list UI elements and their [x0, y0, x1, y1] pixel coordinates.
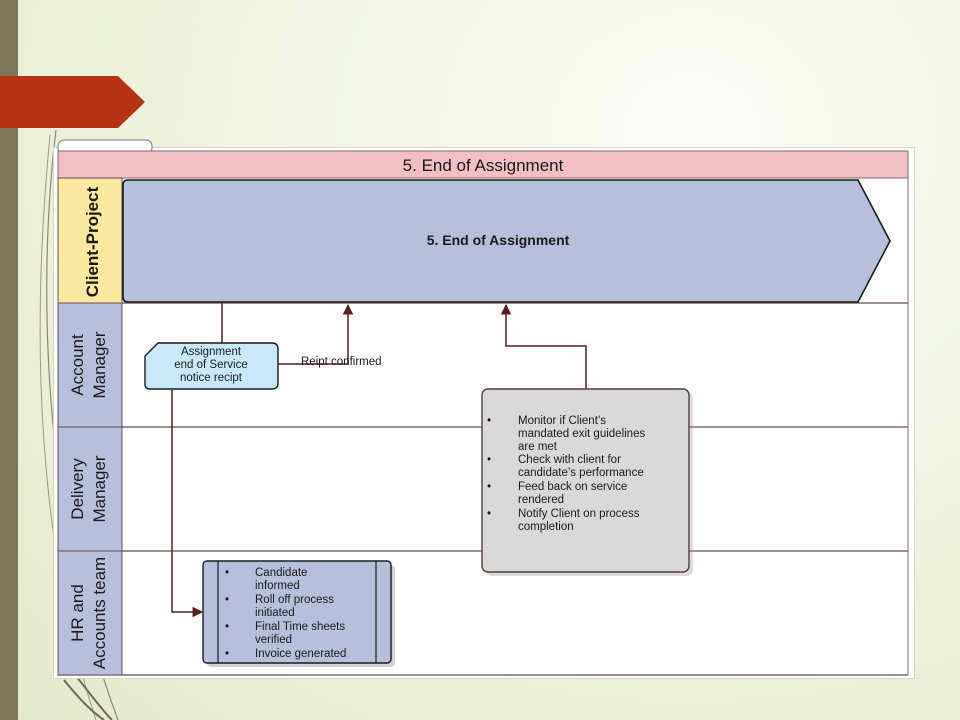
svg-text:•: •: [225, 648, 229, 660]
delivery-task-text: Check with client for: [518, 454, 621, 466]
left-decor-band: [0, 0, 18, 720]
phase-header-text: 5. End of Assignment: [403, 156, 564, 175]
delivery-task-text: completion: [518, 521, 574, 533]
delivery-task-text: rendered: [518, 494, 564, 506]
lane-label-text: Accounts team: [90, 557, 109, 669]
lane-label-delivery-manager: [57, 426, 123, 552]
account-notice-text: end of Service: [174, 359, 248, 371]
svg-text:•: •: [225, 594, 229, 606]
hr-task-text: Roll off process: [255, 594, 334, 606]
lane-label-text: Delivery: [68, 458, 87, 520]
delivery-task-text: Monitor if Client’s: [518, 415, 606, 427]
delivery-task-text: Feed back on service: [518, 481, 627, 493]
hr-task-text: Invoice generated: [255, 648, 346, 660]
lane-label-account-manager: [57, 302, 123, 428]
delivery-task-text: Notify Client on process: [518, 508, 640, 520]
phase-process-arrow-label: 5. End of Assignment: [427, 232, 570, 248]
svg-text:•: •: [487, 508, 491, 520]
phase-process-arrow[interactable]: [122, 179, 891, 303]
svg-text:•: •: [487, 415, 491, 427]
account-notice-box[interactable]: [144, 342, 279, 390]
receipt-confirmed-label: Reipt confirmed: [301, 356, 382, 368]
lane-label-client-project: [57, 177, 123, 304]
hr-task-text: Final Time sheets: [255, 621, 345, 633]
svg-text:•: •: [225, 621, 229, 633]
account-notice-text: Assignment: [181, 346, 242, 358]
lane-label-text: Manager: [90, 455, 109, 522]
delivery-task-text: are met: [518, 441, 558, 453]
svg-text:•: •: [225, 567, 229, 579]
phase-header-band: [57, 150, 909, 179]
title-tab-shape: [0, 76, 145, 128]
hr-task-text: Candidate: [255, 567, 307, 579]
connector-arrow-receipt: [278, 303, 354, 365]
lane-label-hr-accounts: [57, 550, 123, 676]
connector-arrow-delivery: [500, 303, 587, 390]
lane-label-text: Account: [68, 334, 87, 396]
hr-task-text: verified: [255, 634, 292, 646]
hr-tasks-box[interactable]: [202, 560, 392, 664]
svg-text:•: •: [487, 481, 491, 493]
lane-label-text: HR and: [68, 584, 87, 642]
hr-task-text: initiated: [255, 607, 295, 619]
lane-label-text: Manager: [90, 331, 109, 398]
delivery-tasks-box[interactable]: [481, 388, 690, 573]
hr-task-list: • Candidate informed • Roll off process …: [225, 567, 346, 660]
delivery-task-list: • Monitor if Client’s mandated exit guid…: [487, 415, 645, 533]
delivery-task-text: candidate’s performance: [518, 467, 644, 479]
hr-task-text: informed: [255, 580, 300, 592]
account-notice-text: notice recipt: [180, 372, 243, 384]
lane-label-text: Client-Project: [83, 186, 102, 297]
svg-text:•: •: [487, 454, 491, 466]
delivery-task-text: mandated exit guidelines: [518, 428, 645, 440]
connector-arrow-to-hr: [171, 390, 204, 618]
